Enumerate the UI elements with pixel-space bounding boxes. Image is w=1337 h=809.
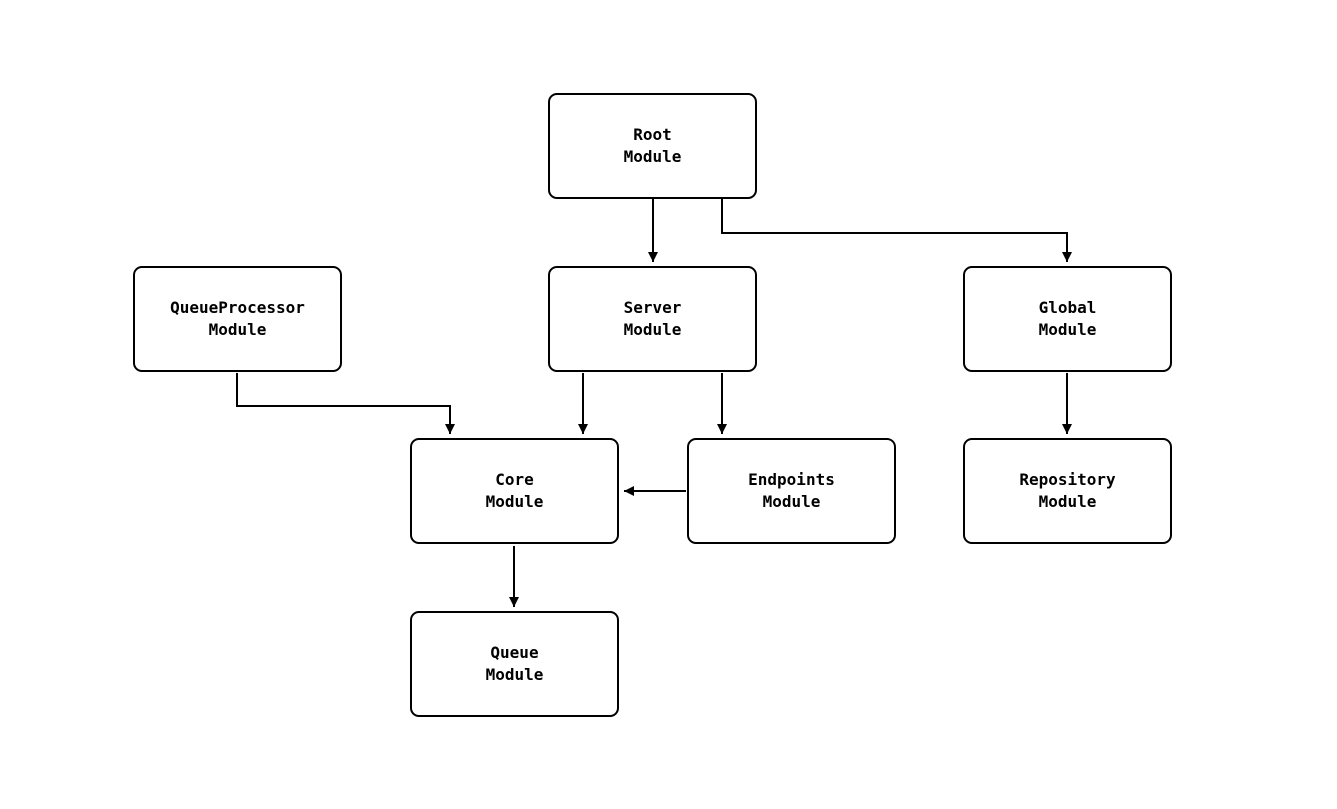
node-endpoints-module: Endpoints Module <box>687 438 896 544</box>
node-global-module: Global Module <box>963 266 1172 372</box>
node-server-module: Server Module <box>548 266 757 372</box>
node-endpoints-module-label: Endpoints Module <box>748 470 835 511</box>
node-server-module-label: Server Module <box>623 298 682 339</box>
arrow-queueprocessor-to-core <box>236 373 455 434</box>
node-root-module-label: Root Module <box>623 125 682 166</box>
node-root-module: Root Module <box>548 93 757 199</box>
node-repository-module: Repository Module <box>963 438 1172 544</box>
node-queueprocessor-module: QueueProcessor Module <box>133 266 342 372</box>
node-queue-module-label: Queue Module <box>485 643 544 684</box>
node-queueprocessor-module-label: QueueProcessor Module <box>170 298 305 339</box>
node-global-module-label: Global Module <box>1038 298 1097 339</box>
node-repository-module-label: Repository Module <box>1019 470 1116 511</box>
node-core-module-label: Core Module <box>485 470 544 511</box>
node-core-module: Core Module <box>410 438 619 544</box>
node-queue-module: Queue Module <box>410 611 619 717</box>
arrow-root-to-global <box>721 199 1072 262</box>
